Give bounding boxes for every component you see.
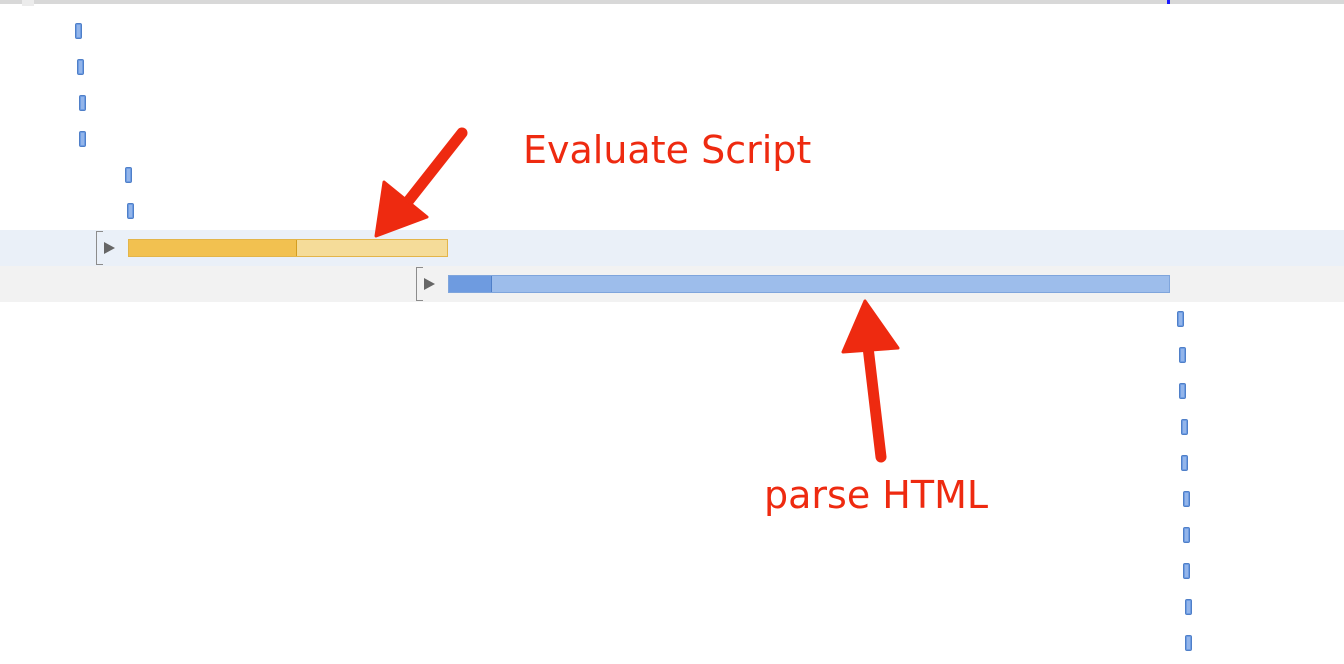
arrow-icon — [389, 127, 468, 224]
parse-html-self-time — [449, 276, 492, 292]
timeline-record-marker[interactable] — [1185, 599, 1192, 615]
record-bracket — [416, 267, 423, 301]
annotation-parse-html: parse HTML — [764, 473, 989, 517]
evaluate-script-self-time — [129, 240, 297, 256]
timeline-record-marker[interactable] — [1185, 635, 1192, 651]
timeline-record-marker[interactable] — [79, 95, 86, 111]
arrow-icon — [860, 324, 887, 463]
timeline-cursor[interactable] — [1167, 0, 1170, 4]
triangle-right-icon[interactable] — [104, 242, 115, 254]
timeline-record-marker[interactable] — [127, 203, 134, 219]
timeline-record-marker[interactable] — [1179, 347, 1186, 363]
annotation-evaluate-script: Evaluate Script — [523, 128, 812, 172]
timeline-record-marker[interactable] — [79, 131, 86, 147]
arrowhead-icon — [374, 180, 429, 238]
timeline-record-marker[interactable] — [1183, 527, 1190, 543]
timeline-record-marker[interactable] — [1183, 491, 1190, 507]
timeline-record-marker[interactable] — [125, 167, 132, 183]
timeline-record-marker[interactable] — [1179, 383, 1186, 399]
timeline-record-marker[interactable] — [77, 59, 84, 75]
parse-html-bar[interactable] — [448, 275, 1170, 293]
timeline-record-marker[interactable] — [75, 23, 82, 39]
timeline-record-marker[interactable] — [1177, 311, 1184, 327]
ruler-marker — [22, 0, 34, 6]
evaluate-script-bar[interactable] — [128, 239, 448, 257]
timeline-record-marker[interactable] — [1181, 455, 1188, 471]
timeline-record-marker[interactable] — [1181, 419, 1188, 435]
triangle-right-icon[interactable] — [424, 278, 435, 290]
arrowhead-icon — [841, 299, 900, 354]
timeline-ruler — [0, 0, 1344, 4]
record-bracket — [96, 231, 103, 265]
timeline-record-marker[interactable] — [1183, 563, 1190, 579]
